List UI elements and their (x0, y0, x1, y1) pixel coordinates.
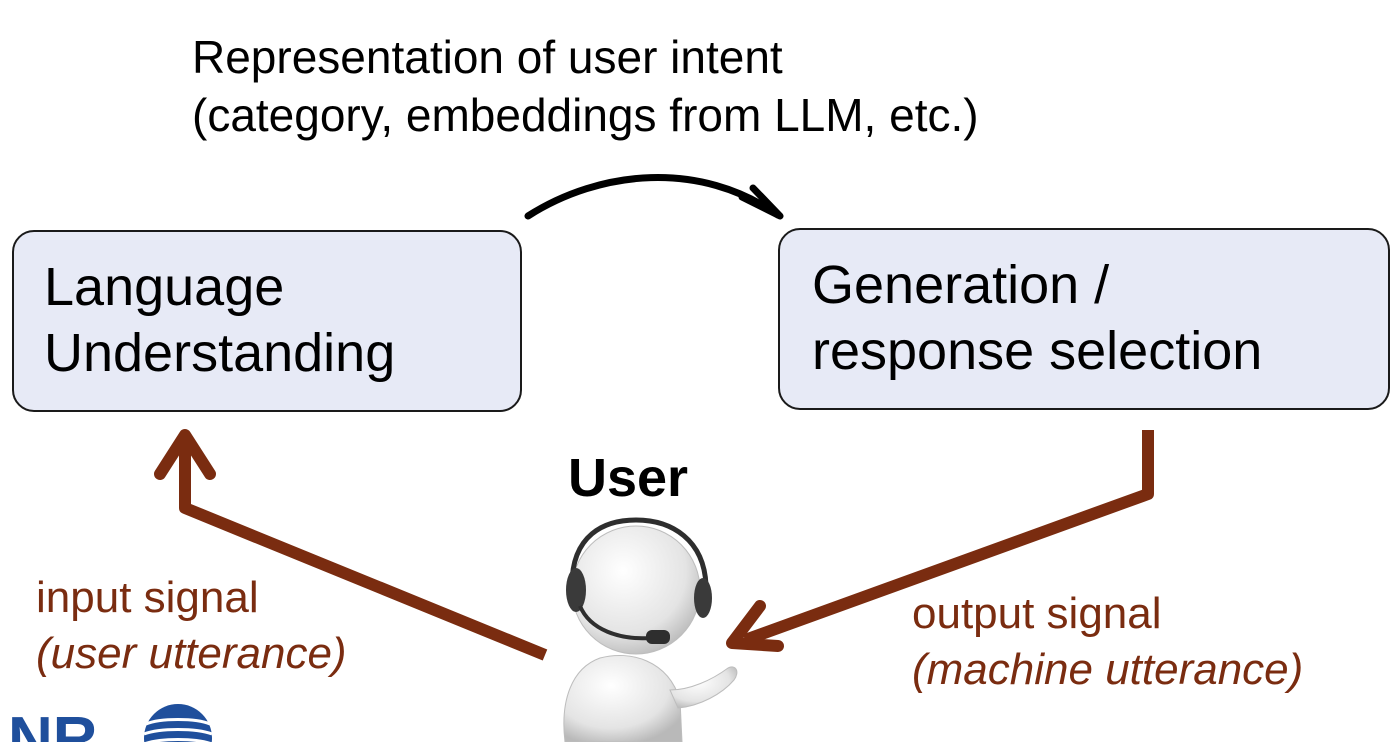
language-understanding-line2: Understanding (44, 323, 396, 383)
intent-caption-line1: Representation of user intent (192, 31, 783, 83)
generation-line1: Generation / (812, 255, 1110, 315)
generation-box: Generation / response selection (778, 228, 1390, 410)
input-signal-subtext: (user utterance) (36, 629, 347, 678)
generation-line2: response selection (812, 321, 1263, 381)
intent-arrow (524, 174, 784, 220)
intent-caption-line2: (category, embeddings from LLM, etc.) (192, 89, 979, 141)
input-signal-label: input signal (user utterance) (36, 570, 347, 682)
output-signal-arrow (726, 430, 1154, 652)
user-label: User (568, 448, 689, 508)
language-understanding-line1: Language (44, 257, 285, 317)
output-signal-text: output signal (912, 589, 1162, 638)
output-signal-subtext: (machine utterance) (912, 645, 1304, 694)
input-signal-text: input signal (36, 573, 259, 622)
user-avatar (563, 517, 738, 742)
nr-logo: NR (8, 704, 213, 742)
output-signal-label: output signal (machine utterance) (912, 586, 1303, 698)
nr-logo-text: NR (8, 705, 98, 742)
input-signal-arrow (154, 429, 548, 661)
intent-caption: Representation of user intent (category,… (192, 28, 979, 144)
language-understanding-box: Language Understanding (12, 230, 522, 412)
